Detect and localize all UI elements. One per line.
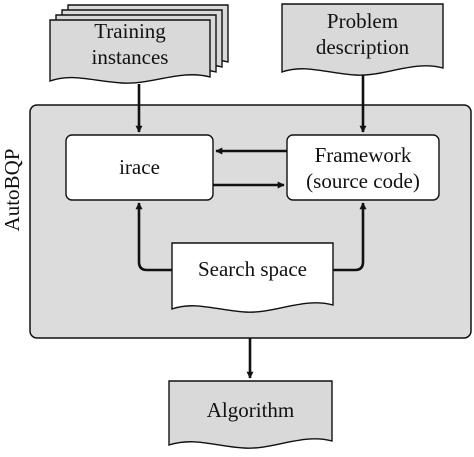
problem-description-doc [281,3,444,76]
training-instances-label: Training instances [50,18,210,70]
framework-label: Framework (source code) [287,142,439,194]
arrow-search-to-framework [333,202,367,272]
algorithm-label: Algorithm [206,398,295,422]
search-space-label: Search space [197,257,308,281]
arrow-search-to-irace [135,202,172,272]
framework-label-line2: (source code) [306,169,420,193]
problem-label-line2: description [315,35,410,59]
algorithm-doc [168,380,333,449]
training-label-line2: instances [91,45,169,69]
problem-description-label: Problem description [282,8,443,60]
search-space-doc [171,242,334,313]
training-label-line1: Training [94,19,166,43]
training-instances-doc [49,4,229,84]
irace-box [65,134,214,201]
autobqp-label: AutoBQP [0,148,24,232]
problem-label-line1: Problem [326,9,399,33]
framework-box [286,134,440,201]
irace-label: irace [119,155,160,179]
framework-label-line1: Framework [314,143,412,167]
